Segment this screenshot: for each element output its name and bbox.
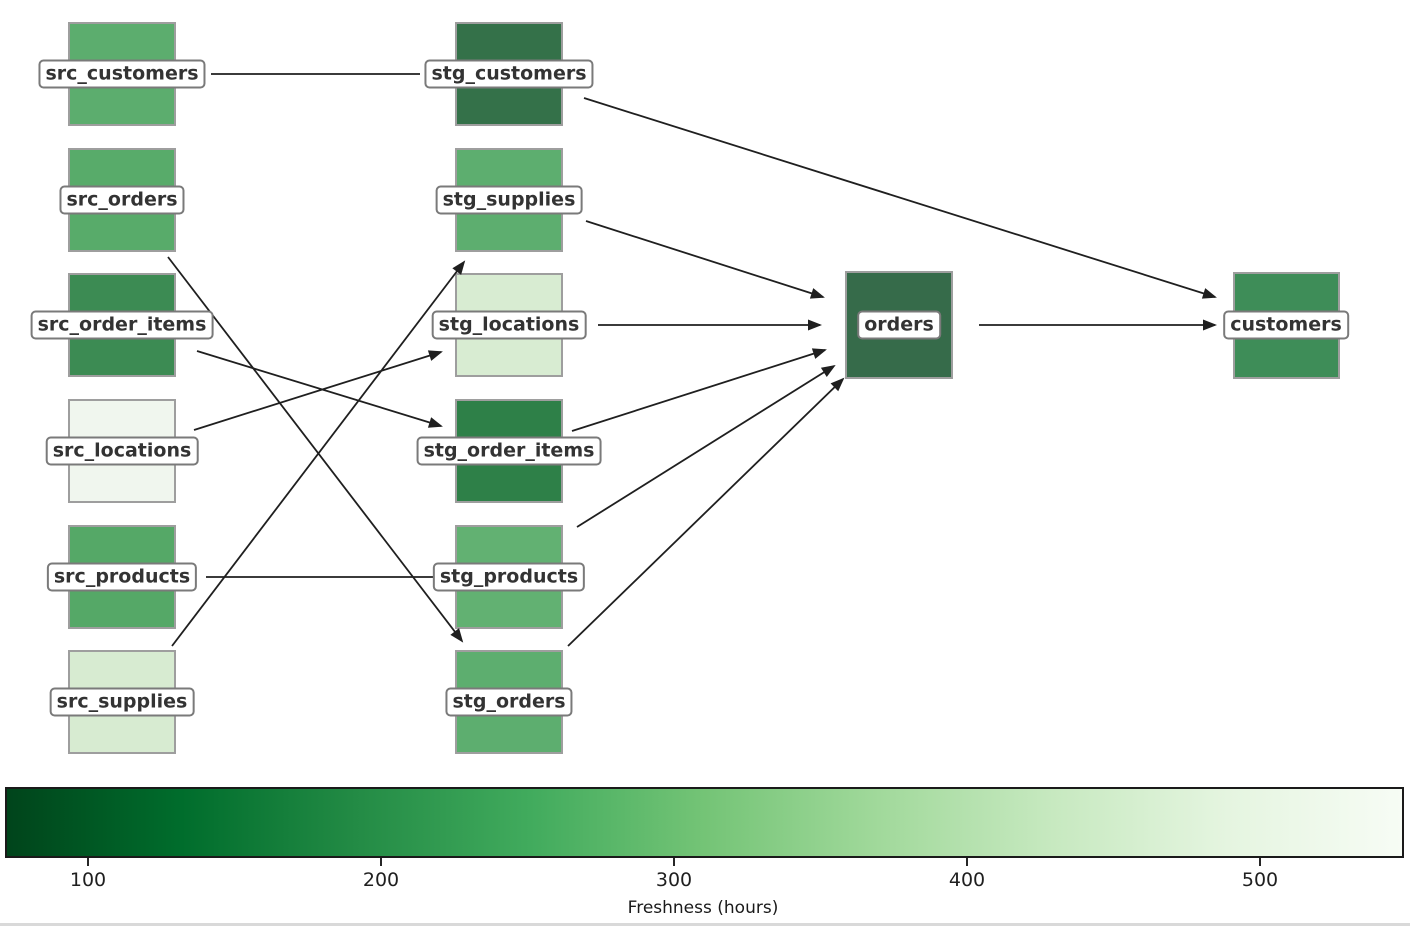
- node-label-stg_locations: stg_locations: [431, 310, 587, 340]
- node-label-src_supplies: src_supplies: [49, 687, 195, 717]
- colorbar-tick-mark-300: [673, 858, 675, 866]
- colorbar-tick-label-400: 400: [948, 869, 986, 891]
- colorbar-tick-mark-400: [966, 858, 968, 866]
- figure-bottom-edge: [0, 923, 1410, 926]
- edge-src_supplies-to-stg_supplies: [171, 261, 465, 647]
- node-label-stg_orders: stg_orders: [445, 687, 573, 717]
- colorbar-tick-mark-200: [380, 858, 382, 866]
- colorbar-tick-label-100: 100: [69, 869, 107, 891]
- colorbar-gradient-bar: [5, 787, 1404, 858]
- arrowhead-src_order_items-to-stg_order_items: [427, 417, 443, 428]
- arrowhead-stg_customers-to-customers: [1201, 288, 1217, 299]
- edge-stg_orders-to-orders: [567, 378, 844, 647]
- arrowhead-stg_supplies-to-orders: [809, 288, 825, 299]
- edge-stg_order_items-to-orders: [571, 349, 826, 432]
- node-label-src_orders: src_orders: [59, 185, 185, 215]
- arrowhead-stg_orders-to-orders: [830, 377, 845, 392]
- arrowhead-stg_products-to-orders: [820, 364, 836, 378]
- edge-stg_customers-to-customers: [583, 97, 1216, 298]
- colorbar-tick-label-500: 500: [1241, 869, 1279, 891]
- arrowhead-stg_locations-to-orders: [808, 319, 822, 331]
- colorbar-tick-label-300: 300: [655, 869, 693, 891]
- edge-stg_products-to-orders: [576, 365, 835, 528]
- node-label-src_locations: src_locations: [45, 436, 199, 466]
- colorbar-tick-mark-500: [1259, 858, 1261, 866]
- node-label-stg_products: stg_products: [432, 562, 586, 592]
- node-label-customers: customers: [1223, 310, 1349, 340]
- node-label-stg_order_items: stg_order_items: [416, 436, 602, 466]
- arrowhead-src_locations-to-stg_locations: [427, 350, 443, 361]
- arrowhead-src_supplies-to-stg_supplies: [452, 260, 466, 275]
- edge-src_locations-to-stg_locations: [193, 351, 442, 431]
- edge-src_order_items-to-stg_order_items: [196, 350, 442, 427]
- arrowhead-stg_order_items-to-orders: [811, 348, 827, 359]
- colorbar-tick-label-200: 200: [362, 869, 400, 891]
- arrowhead-src_orders-to-stg_orders: [450, 628, 464, 643]
- node-label-src_products: src_products: [46, 562, 198, 592]
- colorbar-axis-label: Freshness (hours): [627, 898, 779, 918]
- node-label-stg_supplies: stg_supplies: [435, 185, 583, 215]
- node-label-src_order_items: src_order_items: [30, 310, 214, 340]
- node-label-stg_customers: stg_customers: [424, 59, 594, 89]
- arrowhead-orders-to-customers: [1203, 319, 1217, 331]
- node-label-orders: orders: [857, 310, 941, 340]
- colorbar-tick-mark-100: [87, 858, 89, 866]
- node-label-src_customers: src_customers: [38, 59, 206, 89]
- edge-stg_supplies-to-orders: [585, 220, 824, 298]
